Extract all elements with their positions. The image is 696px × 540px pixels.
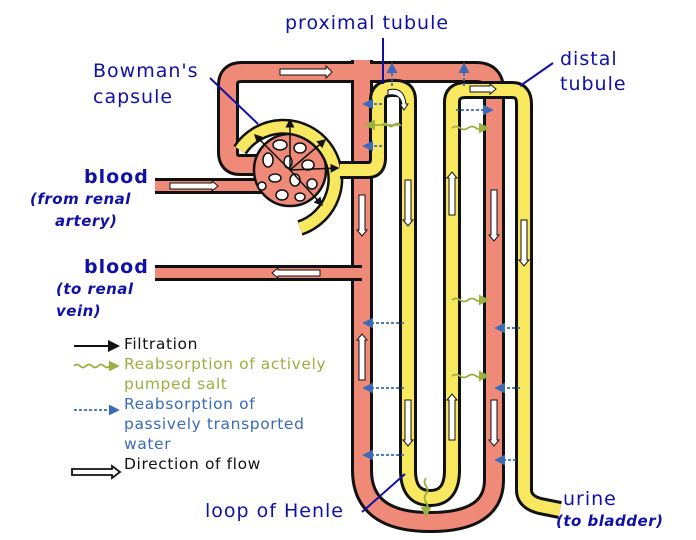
legend-salt-icon [73, 360, 120, 372]
label-bowmans-capsule-line1: Bowman's [93, 60, 199, 82]
label-blood-out: blood [84, 256, 149, 278]
water-reabsorption-arrows [362, 62, 520, 466]
flow-arrow-icon [169, 179, 219, 193]
flow-arrow-icon [487, 189, 501, 242]
legend-item-salt: Reabsorption of actively [72, 354, 326, 374]
leader-loop-of-henle [361, 473, 406, 513]
label-bowmans-capsule-line2: capsule [93, 86, 174, 108]
label-distal-tubule-line1: distal [560, 48, 618, 70]
legend-salt-label-line2: pumped salt [124, 375, 228, 393]
filtration-arrows [253, 118, 340, 207]
legend-flow-label: Direction of flow [124, 455, 261, 473]
flow-arrow-icon [445, 171, 459, 216]
leader-lines [209, 38, 554, 513]
flow-arrow-icon [279, 64, 333, 80]
salt-reabsorption-arrows [364, 119, 490, 518]
label-blood-in-sub-line2: artery) [55, 212, 118, 230]
legend-item-filtration: Filtration [72, 334, 326, 354]
flow-arrow-icon [401, 179, 415, 227]
flow-arrow-icon [271, 266, 321, 280]
flow-arrow-icon [401, 399, 415, 447]
label-blood-out-sub-line1: (to renal [56, 280, 134, 298]
label-blood-in: blood [84, 166, 149, 188]
legend-flow-icon [71, 464, 122, 480]
legend: Filtration Reabsorption of actively pump… [72, 334, 326, 474]
flow-arrow-icon [517, 219, 531, 267]
label-urine-sub: (to bladder) [556, 512, 664, 530]
label-blood-out-sub-line2: vein) [56, 302, 102, 320]
flow-arrow-icon [445, 393, 459, 441]
legend-salt-label-line1: Reabsorption of actively [124, 355, 327, 373]
legend-filtration-label: Filtration [124, 335, 199, 353]
legend-water-label-line2: passively transported [124, 415, 305, 433]
label-proximal-tubule: proximal tubule [285, 12, 450, 34]
leader-bowmans-capsule [209, 77, 259, 125]
label-urine: urine [563, 488, 617, 510]
flow-arrows [169, 64, 531, 447]
legend-water-label-line1: Reabsorption of [124, 395, 256, 413]
legend-symbols [71, 340, 122, 480]
flow-arrow-icon [387, 88, 409, 111]
flow-arrow-icon [487, 399, 501, 447]
flow-arrow-icon [355, 333, 369, 381]
label-blood-in-sub-line1: (from renal [30, 190, 131, 208]
legend-water-label-line3: water [124, 435, 172, 453]
leader-distal-tubule [519, 62, 554, 87]
legend-item-water: Reabsorption of [72, 394, 326, 414]
label-loop-of-henle: loop of Henle [205, 500, 344, 522]
flow-arrow-icon [355, 194, 369, 237]
label-distal-tubule-line2: tubule [560, 73, 627, 95]
flow-arrow-icon [469, 82, 497, 96]
legend-item-flow: Direction of flow [72, 454, 326, 474]
